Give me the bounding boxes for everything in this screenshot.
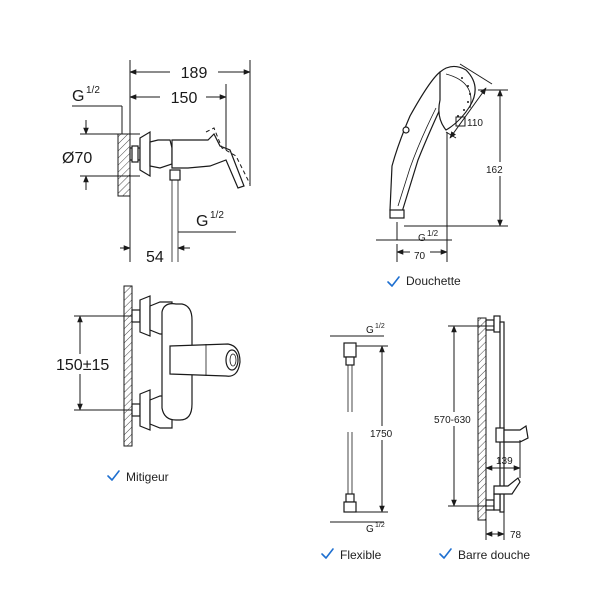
flex-thread-top-frac: 1/2	[375, 323, 385, 330]
caption-mitigeur-label: Mitigeur	[126, 470, 169, 484]
caption-flexible-label: Flexible	[340, 548, 382, 562]
mixer-front-view: 150±15	[56, 285, 241, 447]
check-icon	[387, 276, 400, 287]
caption-barre-label: Barre douche	[458, 548, 530, 562]
dim-162: 162	[486, 165, 503, 176]
caption-douchette-label: Douchette	[406, 274, 461, 288]
check-icon	[321, 548, 334, 559]
thread-label-top: G	[72, 88, 84, 105]
dim-150: 150	[171, 90, 198, 107]
check-icon	[107, 470, 120, 481]
rail-range: 570-630	[434, 415, 471, 426]
wall-section-rail	[477, 317, 487, 521]
dim-78: 78	[510, 530, 522, 541]
flex-length: 1750	[370, 429, 393, 440]
check-icon	[439, 548, 452, 559]
thread-label: G	[418, 233, 426, 244]
flex-thread-bottom-frac: 1/2	[375, 522, 385, 529]
dim-54: 54	[146, 249, 164, 266]
hand-shower: 110 162 G 1/2 70	[376, 63, 512, 262]
dim-70: 70	[414, 251, 426, 262]
caption-mitigeur: Mitigeur	[107, 470, 169, 484]
thread-frac-top: 1/2	[86, 85, 100, 96]
shower-rail: 570-630 139 78	[432, 315, 529, 541]
flexible-hose: G 1/2 1750 G 1/2	[330, 323, 396, 535]
square-icon	[455, 116, 466, 127]
dim-139: 139	[496, 456, 513, 467]
flex-thread-top: G	[366, 325, 374, 336]
caption-douchette: Douchette	[387, 274, 461, 288]
thread-label-bottom: G	[196, 213, 208, 230]
dim-189: 189	[181, 65, 208, 82]
flex-thread-bottom: G	[366, 524, 374, 535]
mixer-side-view: 189 150 G 1/2 Ø70 G 1/2 54	[62, 60, 251, 266]
thread-frac-bottom: 1/2	[210, 210, 224, 221]
dim-150-tolerance: 150±15	[56, 357, 109, 374]
caption-flexible: Flexible	[321, 548, 382, 562]
thread-frac: 1/2	[427, 229, 439, 238]
dim-diameter-70: Ø70	[62, 150, 92, 167]
dim-110: 110	[467, 118, 483, 129]
wall-section-front	[123, 285, 133, 447]
caption-barre: Barre douche	[439, 548, 530, 562]
wall-section	[117, 133, 131, 197]
